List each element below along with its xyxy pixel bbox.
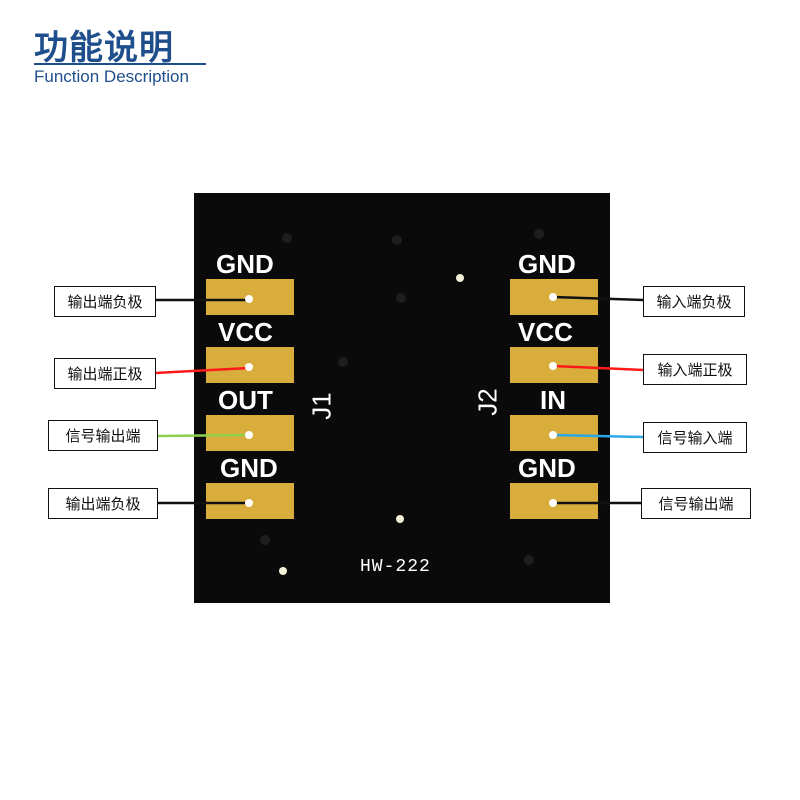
callout-left-1: 输出端负极 [54, 286, 156, 317]
pad-hole [549, 293, 557, 301]
via-lit [396, 515, 404, 523]
via [524, 555, 534, 565]
j1-pin-label-vcc: VCC [218, 317, 273, 347]
callout-left-2: 输出端正极 [54, 358, 156, 389]
pad-hole [245, 431, 253, 439]
callout-right-3: 信号输入端 [643, 422, 747, 453]
via [534, 229, 544, 239]
board-model-silkscreen: HW-222 [360, 557, 431, 577]
via-lit [279, 567, 287, 575]
via-lit [456, 274, 464, 282]
j2-pin-label-gnd2: GND [518, 453, 576, 483]
callout-left-4: 输出端负极 [48, 488, 158, 519]
pad-hole [549, 362, 557, 370]
j2-pin-label-in: IN [540, 385, 566, 415]
callout-left-3: 信号输出端 [48, 420, 158, 451]
via [392, 235, 402, 245]
j1-pin-label-out: OUT [218, 385, 273, 415]
page-title: 功能说明 [34, 28, 174, 68]
callout-right-1: 输入端负极 [643, 286, 745, 317]
wire-j2-vcc [552, 364, 645, 372]
pad-hole [549, 431, 557, 439]
wire-j2-in [552, 433, 645, 439]
callout-right-2: 输入端正极 [643, 354, 747, 385]
j2-pin-label-vcc: VCC [518, 317, 573, 347]
pad-hole [245, 295, 253, 303]
j1-pin-label-gnd2: GND [220, 453, 278, 483]
wire-j1-out [156, 433, 250, 438]
via [396, 293, 406, 303]
pad-hole [245, 499, 253, 507]
via [260, 535, 270, 545]
wire-j2-gnd [552, 295, 645, 302]
callout-right-4: 信号输出端 [641, 488, 751, 519]
via [338, 357, 348, 367]
j1-pin-label-gnd: GND [216, 249, 274, 279]
wire-j1-vcc [154, 366, 250, 375]
page-subtitle: Function Description [34, 67, 189, 86]
j2-pin-label-gnd: GND [518, 249, 576, 279]
pad-hole [245, 363, 253, 371]
pad-hole [549, 499, 557, 507]
pcb-board: GND VCC OUT GND J1 GND VCC IN GND J2 HW-… [194, 193, 610, 603]
title-underline [34, 63, 206, 65]
via [282, 233, 292, 243]
